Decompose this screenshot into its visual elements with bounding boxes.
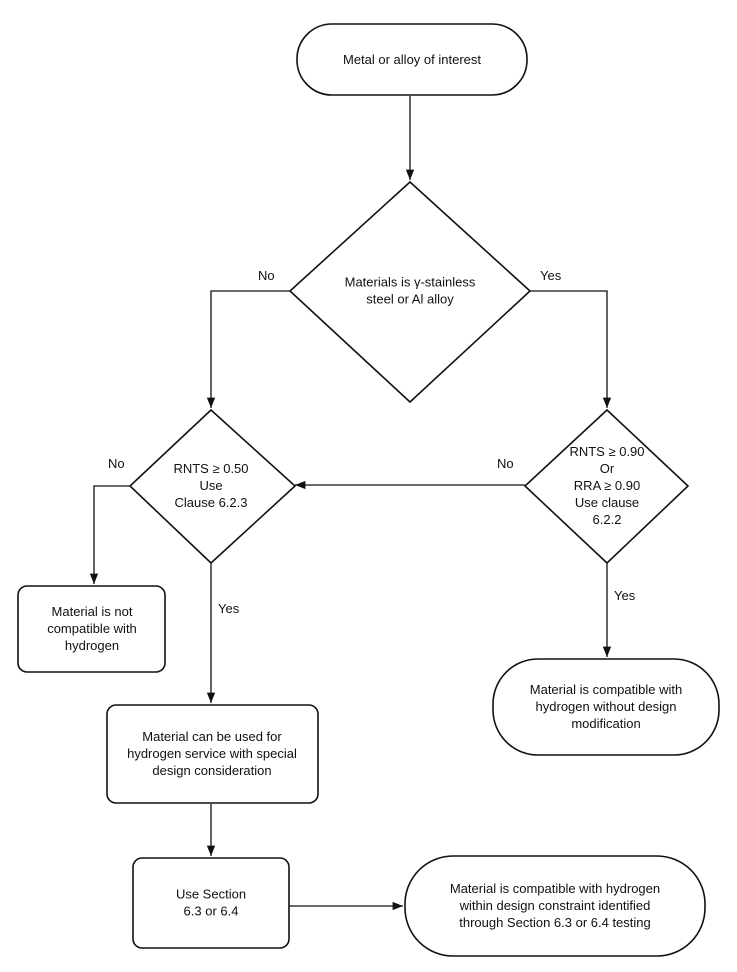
connectors: [89, 96, 612, 911]
node-text-line: Use clause: [575, 495, 639, 510]
node-text-line: Material can be used for: [142, 729, 282, 744]
node-text-line: RRA ≥ 0.90: [574, 478, 640, 493]
node-text-line: Use: [199, 478, 222, 493]
node-text-line: Material is not: [52, 604, 133, 619]
node-text-line: Or: [600, 461, 615, 476]
node-text-line: 6.2.2: [593, 512, 622, 527]
node-special-design: Material can be used for hydrogen service…: [106, 704, 319, 804]
edge-material-no: [206, 290, 290, 408]
label-rnts050-yes: Yes: [218, 601, 240, 616]
label-material-no: No: [258, 268, 275, 283]
edge-material-yes: [530, 290, 612, 408]
node-start-text: Metal or alloy of interest: [343, 52, 481, 67]
node-text-line: steel or Al alloy: [366, 292, 454, 307]
node-compatible-within-constraint: Material is compatible with hydrogen with…: [404, 855, 706, 957]
label-rnts090-no: No: [497, 456, 514, 471]
node-text-line: RNTS ≥ 0.90: [569, 444, 644, 459]
node-text-line: hydrogen without design: [536, 699, 677, 714]
node-text-line: hydrogen service with special: [127, 746, 297, 761]
node-special-design-text: Material can be used for hydrogen service…: [127, 729, 297, 778]
node-use-section-text: Use Section 6.3 or 6.4: [176, 887, 246, 919]
label-rnts050-no: No: [108, 456, 125, 471]
node-text-line: Materials is γ-stainless: [345, 275, 476, 290]
node-text-line: Metal or alloy of interest: [343, 52, 481, 67]
node-compatible-no-modification-text: Material is compatible with hydrogen with…: [530, 682, 682, 731]
node-text-line: RNTS ≥ 0.50: [173, 461, 248, 476]
node-decision-material-text: Materials is γ-stainless steel or Al allo…: [345, 275, 476, 307]
node-text-line: within design constraint identified: [459, 898, 651, 913]
node-use-section: Use Section 6.3 or 6.4: [132, 857, 290, 949]
node-not-compatible-text: Material is not compatible with hydrogen: [47, 604, 137, 653]
node-text-line: 6.3 or 6.4: [184, 904, 239, 919]
node-start: Metal or alloy of interest: [296, 23, 528, 96]
node-text-line: through Section 6.3 or 6.4 testing: [459, 915, 651, 930]
node-text-line: Clause 6.2.3: [175, 495, 248, 510]
node-text-line: Material is compatible with: [530, 682, 682, 697]
node-text-line: hydrogen: [65, 638, 119, 653]
label-material-yes: Yes: [540, 268, 562, 283]
node-text-line: Use Section: [176, 887, 246, 902]
node-not-compatible: Material is not compatible with hydrogen: [17, 585, 166, 673]
node-text-line: design consideration: [152, 763, 271, 778]
node-text-line: compatible with: [47, 621, 137, 636]
node-decision-material: Materials is γ-stainless steel or Al allo…: [288, 180, 532, 404]
edge-rnts050-no: [89, 485, 130, 584]
node-compatible-within-constraint-text: Material is compatible with hydrogen with…: [450, 881, 660, 930]
node-text-line: modification: [571, 716, 640, 731]
node-text-line: Material is compatible with hydrogen: [450, 881, 660, 896]
node-compatible-no-modification: Material is compatible with hydrogen with…: [492, 658, 720, 756]
label-rnts090-yes: Yes: [614, 588, 636, 603]
